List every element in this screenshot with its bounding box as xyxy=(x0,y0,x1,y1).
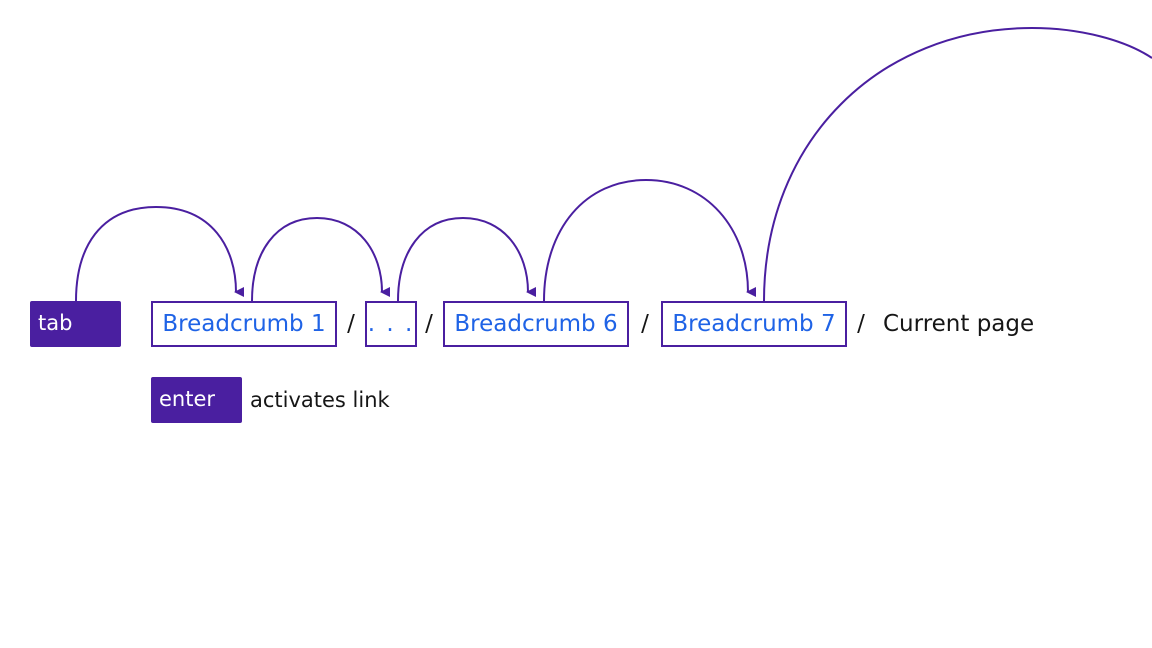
current-page-label: Current page xyxy=(883,311,1035,337)
breadcrumb-7-link[interactable]: Breadcrumb 7 xyxy=(661,301,847,347)
arrow-breadcrumb-6-to-breadcrumb-7 xyxy=(543,178,757,302)
breadcrumb-separator: / xyxy=(425,311,433,337)
breadcrumb-overflow-button[interactable]: . . . xyxy=(365,301,417,347)
breadcrumb-separator: / xyxy=(347,311,355,337)
breadcrumb-1-link[interactable]: Breadcrumb 1 xyxy=(151,301,337,347)
arrow-breadcrumb-7-to-current-page xyxy=(763,26,1152,302)
breadcrumb-separator: / xyxy=(641,311,649,337)
tab-key: tab xyxy=(30,301,121,347)
enter-key: enter xyxy=(151,377,242,423)
arrow-tab-to-breadcrumb-1 xyxy=(75,205,245,302)
breadcrumb-6-link[interactable]: Breadcrumb 6 xyxy=(443,301,629,347)
arrow-ellipsis-to-breadcrumb-6 xyxy=(397,216,537,302)
breadcrumb-separator: / xyxy=(857,311,865,337)
enter-key-description: activates link xyxy=(250,388,390,412)
arrow-breadcrumb-1-to-ellipsis xyxy=(251,216,391,302)
